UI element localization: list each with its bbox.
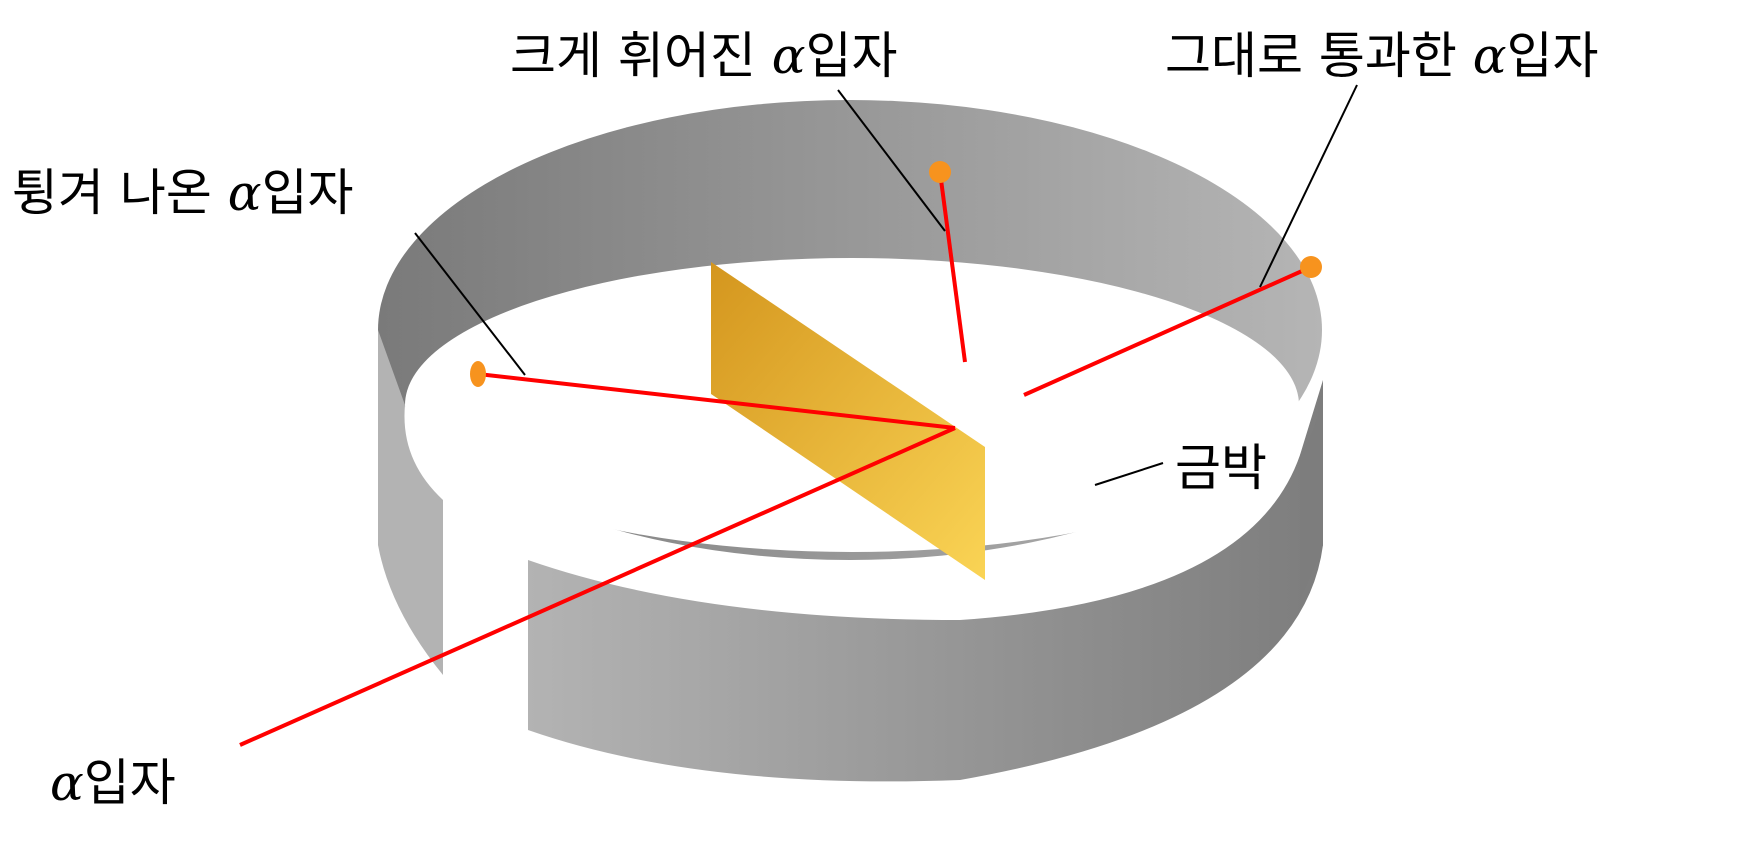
backscattered-particle-dot: [470, 361, 486, 387]
label-gold-foil: 금박: [1175, 439, 1267, 497]
screen-inner-wall: [378, 330, 443, 675]
leader-deflected: [837, 89, 946, 232]
leader-foil: [1094, 462, 1164, 486]
label-passed-through: 그대로 통과한 α입자: [1165, 27, 1599, 85]
label-strongly-deflected: 크게 휘어진 α입자: [510, 27, 898, 85]
screen-front-wall: [528, 380, 1323, 782]
label-alpha-particle: α입자: [50, 754, 176, 812]
backscattered-beam: [477, 372, 956, 430]
deflected-beam: [938, 171, 967, 363]
transmitted-beam: [1023, 265, 1312, 397]
screen-right-wall: [1300, 380, 1323, 600]
incident-beam: [239, 426, 956, 747]
gold-foil: [711, 262, 985, 580]
label-bounced-back: 튕겨 나온 α입자: [12, 164, 354, 222]
leader-bounced: [414, 232, 526, 376]
deflected-particle-dot: [929, 161, 951, 183]
transmitted-particle-dot: [1300, 256, 1322, 278]
leader-transmitted: [1259, 84, 1358, 288]
